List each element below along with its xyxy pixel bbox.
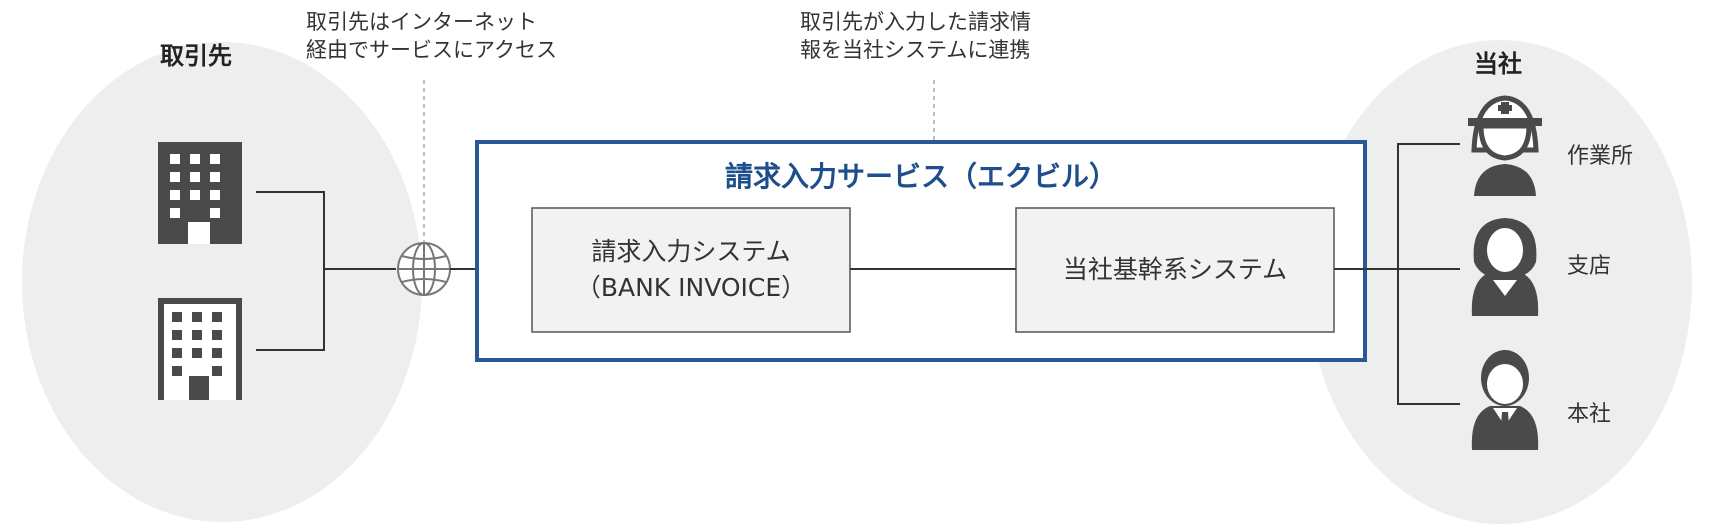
integration-note-line-1: 取引先が入力した請求情 — [800, 10, 1031, 34]
globe-icon — [397, 242, 451, 296]
integration-note-line-2: 報を当社システムに連携 — [800, 38, 1031, 62]
core-system-box — [1015, 207, 1335, 333]
woman-icon — [1471, 218, 1539, 316]
invoice-system-product: （BANK INVOICE） — [575, 273, 807, 302]
internet-note-line-2: 経由でサービスにアクセス — [306, 38, 557, 62]
branch-label: 支店 — [1567, 254, 1612, 279]
partner-group-ellipse — [22, 42, 422, 522]
site-office-label: 作業所 — [1567, 144, 1634, 169]
partner-group-title: 取引先 — [160, 42, 232, 70]
worker-helmet-icon — [1468, 95, 1542, 196]
invoice-system-box — [531, 207, 851, 333]
building-dark-icon — [158, 142, 242, 244]
core-system-label: 当社基幹系システム — [1062, 255, 1288, 284]
partner-bracket-connector — [256, 191, 396, 351]
service-title: 請求入力サービス（エクビル） — [724, 160, 1117, 193]
invoice-system-name: 請求入力システム — [591, 237, 791, 266]
head-office-label: 本社 — [1567, 402, 1612, 427]
invoice-system-label: 請求入力システム （BANK INVOICE） — [532, 234, 850, 306]
businessman-icon — [1471, 350, 1539, 450]
internet-access-note: 取引先はインターネット 経由でサービスにアクセス — [306, 8, 557, 64]
company-bracket-connector — [1334, 143, 1460, 405]
company-group-title: 当社 — [1474, 50, 1522, 78]
integration-note: 取引先が入力した請求情 報を当社システムに連携 — [800, 8, 1031, 64]
building-light-icon — [158, 298, 242, 400]
internet-note-line-1: 取引先はインターネット — [306, 10, 537, 34]
